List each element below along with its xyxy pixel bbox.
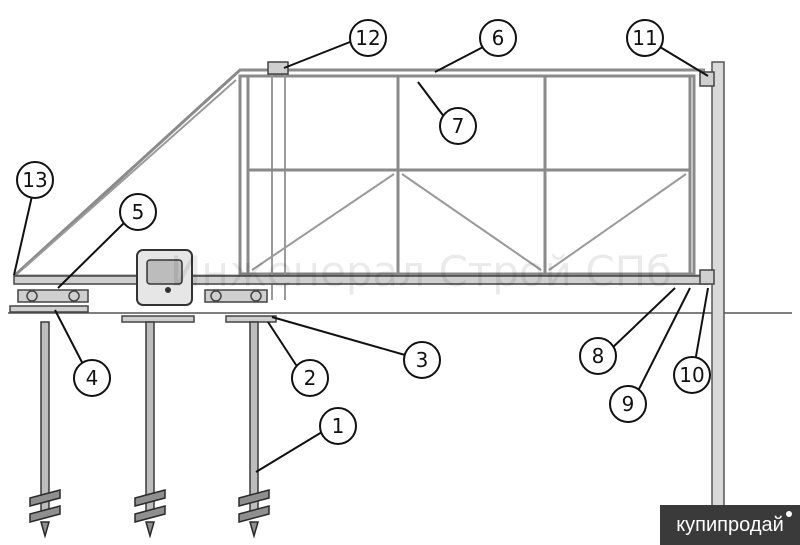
site-badge[interactable]: купипродай [660,505,800,545]
svg-text:6: 6 [492,26,505,50]
svg-text:8: 8 [592,344,605,368]
screw-pile-middle [134,321,166,539]
callout-12: 12 [349,19,387,57]
callout-5: 5 [119,193,157,231]
svg-text:10: 10 [679,363,704,387]
callout-4: 4 [73,359,111,397]
svg-text:3: 3 [416,348,429,372]
mounting-plate-middle [121,315,195,323]
leader-lines [13,41,709,473]
roller-carriage-right [204,289,268,303]
gate-drive-motor [136,249,193,306]
svg-text:5: 5 [132,200,145,224]
gate-frame [12,68,710,300]
callout-9: 9 [609,385,647,423]
upper-catcher [699,71,715,87]
callout-7: 7 [439,107,477,145]
mounting-plate-right [225,315,277,323]
callout-11: 11 [626,19,664,57]
svg-text:12: 12 [355,26,380,50]
gate-post [711,61,725,513]
top-roller-catcher [267,61,289,75]
svg-text:1: 1 [332,414,345,438]
site-badge-label: купипродай [676,514,784,536]
callout-6: 6 [479,19,517,57]
callout-3: 3 [403,341,441,379]
roller-carriage-left [17,289,89,303]
callout-8: 8 [579,337,617,375]
lower-catcher [699,269,715,285]
callout-2: 2 [291,359,329,397]
svg-text:2: 2 [304,366,317,390]
callout-1: 1 [319,407,357,445]
svg-text:13: 13 [22,168,47,192]
mounting-plate-left [9,305,89,313]
badge-dot-icon [786,511,792,517]
callout-10: 10 [673,356,711,394]
callout-13: 13 [16,161,54,199]
svg-text:9: 9 [622,392,635,416]
screw-pile-left [29,321,61,539]
svg-text:7: 7 [452,114,465,138]
screw-pile-right [238,321,270,539]
svg-text:11: 11 [632,26,657,50]
watermark: Инженерал Строй СПб [170,247,672,296]
svg-text:4: 4 [86,366,99,390]
